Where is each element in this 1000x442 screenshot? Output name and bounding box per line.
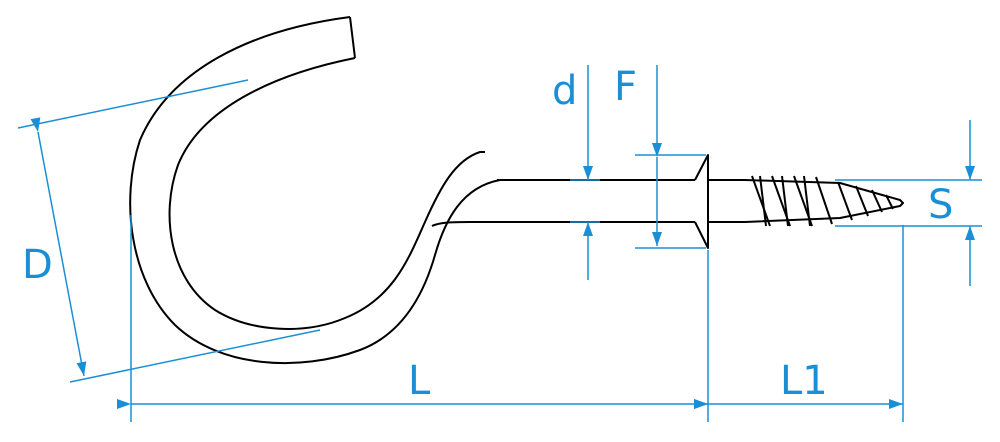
dimension-labels: d F S D L L1 — [22, 64, 953, 404]
label-L1: L1 — [780, 358, 828, 404]
screw-thread — [744, 175, 904, 227]
shank-bottom — [431, 221, 695, 227]
hook-outline — [129, 16, 695, 365]
label-L: L — [408, 358, 431, 404]
collar — [694, 154, 745, 249]
hook-outer-contour — [129, 16, 568, 365]
label-D: D — [22, 242, 53, 288]
d-ext-top — [17, 79, 249, 129]
dimension-lines — [17, 65, 982, 422]
hook-tip — [349, 16, 356, 59]
label-d: d — [552, 68, 577, 114]
label-F: F — [614, 64, 637, 110]
label-S: S — [928, 182, 953, 228]
hook-inner-contour — [168, 57, 485, 330]
d-dim-line — [30, 117, 87, 377]
d-ext-bottom — [69, 329, 321, 383]
